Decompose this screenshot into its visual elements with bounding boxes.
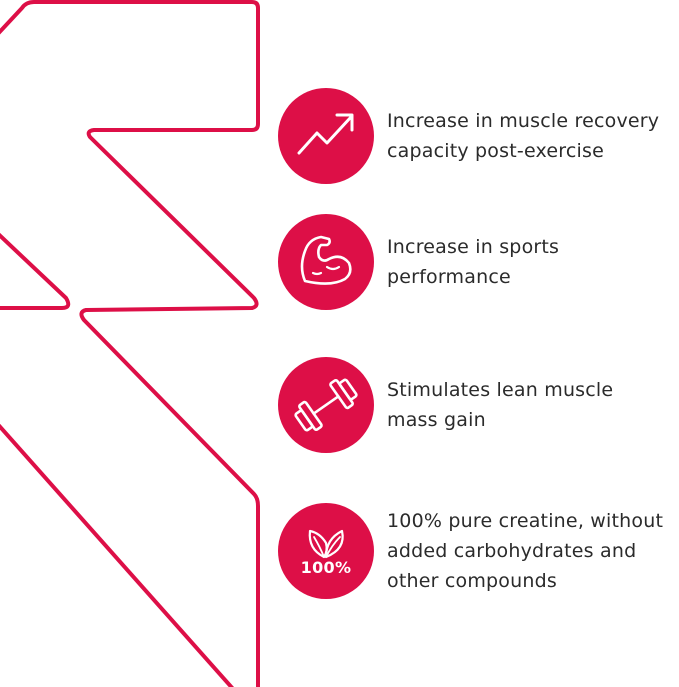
benefit-item-lean-mass: Stimulates lean muscle mass gain	[278, 357, 613, 453]
benefit-text-line: other compounds	[387, 570, 557, 592]
dumbbell-icon	[294, 378, 358, 432]
benefit-badge	[278, 88, 374, 184]
benefit-text: Stimulates lean muscle mass gain	[387, 375, 613, 435]
trend-up-arrow-icon	[297, 113, 354, 155]
benefit-text-line: Increase in sports	[387, 236, 560, 258]
benefit-text: Increase in muscle recovery capacity pos…	[387, 106, 659, 166]
badge-percent-label: 100%	[300, 558, 352, 577]
benefit-badge: 100%	[278, 503, 374, 599]
flexed-bicep-icon	[300, 235, 352, 285]
benefit-text-line: Stimulates lean muscle	[387, 379, 614, 401]
benefit-text-line: mass gain	[387, 409, 486, 431]
benefit-text: 100% pure creatine, without added carboh…	[387, 506, 663, 596]
benefit-item-recovery: Increase in muscle recovery capacity pos…	[278, 88, 659, 184]
benefit-text-line: Increase in muscle recovery	[387, 110, 660, 132]
benefit-text-line: added carbohydrates and	[387, 540, 637, 562]
benefit-item-pure-creatine: 100% 100% pure creatine, without added c…	[278, 503, 663, 599]
benefit-text: Increase in sports performance	[387, 232, 559, 292]
benefit-item-performance: Increase in sports performance	[278, 214, 559, 310]
benefit-text-line: performance	[387, 266, 511, 288]
benefit-badge	[278, 214, 374, 310]
benefit-text-line: 100% pure creatine, without	[387, 510, 664, 532]
leaves-icon	[308, 529, 344, 559]
benefit-text-line: capacity post-exercise	[387, 140, 604, 162]
benefit-badge	[278, 357, 374, 453]
